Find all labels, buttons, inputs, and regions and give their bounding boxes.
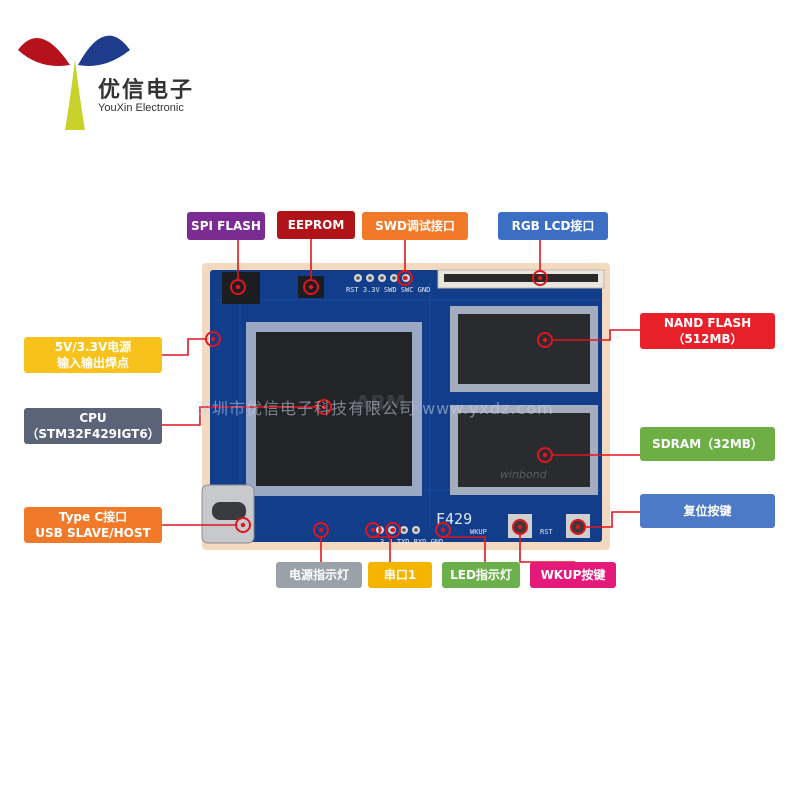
label-power-pads: 5V/3.3V电源 输入输出焊点 xyxy=(24,337,162,373)
sdram-chip: winbond xyxy=(450,405,598,495)
label-eeprom: EEPROM xyxy=(277,211,355,239)
brand-name-en: YouXin Electronic xyxy=(98,102,184,114)
label-rgb-lcd: RGB LCD接口 xyxy=(498,212,608,240)
label-swd: SWD调试接口 xyxy=(362,212,468,240)
marker-uart2 xyxy=(385,522,401,538)
svg-text:ARM: ARM xyxy=(355,391,406,415)
svg-text:F429: F429 xyxy=(436,510,472,528)
label-type-c: Type C接口 USB SLAVE/HOST xyxy=(24,507,162,543)
swd-header xyxy=(354,274,410,282)
label-spi-flash: SPI FLASH xyxy=(187,212,265,240)
usb-typec-port xyxy=(201,484,255,544)
spi-flash-chip xyxy=(222,272,260,304)
brand-name-cn: 优信电子 xyxy=(98,78,195,103)
svg-text:RST: RST xyxy=(540,528,553,536)
cpu-chip: ARM xyxy=(246,322,422,496)
svg-text:WKUP: WKUP xyxy=(470,528,487,536)
label-wkup-key: WKUP按键 xyxy=(530,562,616,588)
label-sdram: SDRAM（32MB） xyxy=(640,427,775,461)
label-cpu: CPU （STM32F429IGT6） xyxy=(24,408,162,444)
label-reset-key: 复位按键 xyxy=(640,494,775,528)
label-uart1: 串口1 xyxy=(368,562,432,588)
svg-text:winbond: winbond xyxy=(500,468,548,481)
label-led: LED指示灯 xyxy=(442,562,520,588)
label-power-led: 电源指示灯 xyxy=(276,562,362,588)
svg-text:3.3 TXD RXD GND: 3.3 TXD RXD GND xyxy=(380,538,443,546)
svg-text:RST 3.3V SWD SWC GND: RST 3.3V SWD SWC GND xyxy=(346,286,430,294)
label-nand-flash: NAND FLASH （512MB） xyxy=(640,313,775,349)
nand-chip xyxy=(450,306,598,392)
watermark-text: 深圳市优信电子科技有限公司 www.yxdz.com xyxy=(195,399,554,418)
logo-icon xyxy=(18,35,130,130)
